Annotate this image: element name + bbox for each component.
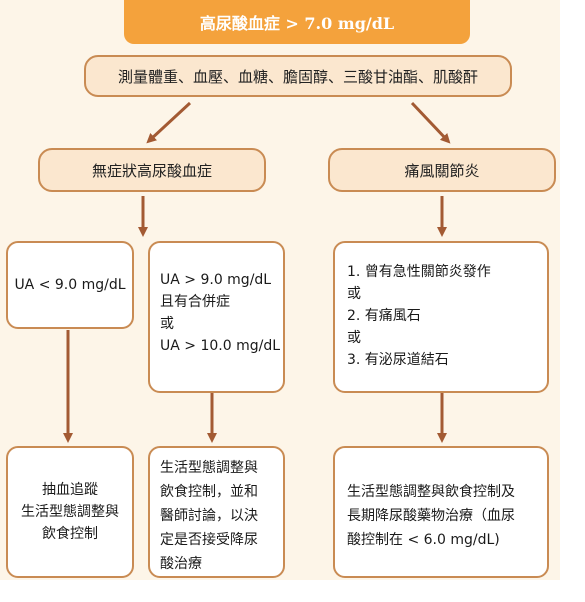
- action-high-line: 飲食控制，並和: [160, 484, 258, 500]
- condition-low-line: UA < 9.0 mg/dL: [14, 277, 126, 293]
- condition-gout-line: 2. 有痛風石: [347, 308, 421, 324]
- action-high-line: 酸治療: [160, 556, 202, 572]
- action-low-box: 抽血追蹤 生活型態調整與 飲食控制: [6, 446, 134, 578]
- action-low-line: 生活型態調整與: [21, 504, 119, 520]
- action-gout-box: 生活型態調整與飲食控制及 長期降尿酸藥物治療（血尿 酸控制在 < 6.0 mg/…: [333, 446, 549, 578]
- condition-gout-line: 或: [347, 330, 361, 346]
- gout-box: 痛風關節炎: [328, 148, 556, 192]
- condition-high-line: 且有合併症: [160, 294, 230, 310]
- condition-gout-line: 或: [347, 286, 361, 302]
- condition-high-line: UA > 10.0 mg/dL: [160, 338, 281, 354]
- gout-label: 痛風關節炎: [404, 161, 480, 180]
- risk-factors-box: 測量體重、血壓、血糖、膽固醇、三酸甘油酯、肌酸酐: [84, 55, 512, 97]
- condition-gout-box: 1. 曾有急性關節炎發作 或 2. 有痛風石 或 3. 有泌尿道結石: [333, 241, 549, 393]
- action-high-line: 醫師討論，以決: [160, 508, 258, 524]
- risk-factors-text: 測量體重、血壓、血糖、膽固醇、三酸甘油酯、肌酸酐: [117, 67, 478, 86]
- condition-low-box: UA < 9.0 mg/dL: [6, 241, 134, 329]
- action-gout-line: 生活型態調整與飲食控制及: [347, 484, 515, 500]
- action-high-line: 定是否接受降尿: [160, 532, 258, 548]
- condition-high-line: UA > 9.0 mg/dL: [160, 272, 272, 288]
- action-gout-line: 長期降尿酸藥物治療（血尿: [347, 508, 515, 524]
- condition-gout-line: 3. 有泌尿道結石: [347, 352, 449, 368]
- action-gout-line: 酸控制在 < 6.0 mg/dL): [347, 532, 500, 548]
- asymptomatic-box: 無症狀高尿酸血症: [38, 148, 266, 192]
- action-low-line: 抽血追蹤: [42, 482, 98, 498]
- title-text: 高尿酸血症 > 7.0 mg/dL: [199, 14, 395, 33]
- condition-high-box: UA > 9.0 mg/dL 且有合併症 或 UA > 10.0 mg/dL: [148, 241, 285, 393]
- asymptomatic-label: 無症狀高尿酸血症: [91, 161, 212, 180]
- arrow-to-gout: [410, 101, 451, 144]
- title-box: 高尿酸血症 > 7.0 mg/dL: [124, 0, 470, 44]
- right-margin: [560, 0, 585, 602]
- action-low-line: 飲食控制: [42, 526, 98, 542]
- condition-high-line: 或: [160, 316, 174, 332]
- condition-gout-line: 1. 曾有急性關節炎發作: [347, 264, 491, 280]
- action-high-box: 生活型態調整與 飲食控制，並和 醫師討論，以決 定是否接受降尿 酸治療: [148, 446, 285, 578]
- bottom-margin: [0, 580, 585, 602]
- action-high-line: 生活型態調整與: [160, 460, 258, 476]
- arrow-to-asymptomatic: [146, 101, 192, 144]
